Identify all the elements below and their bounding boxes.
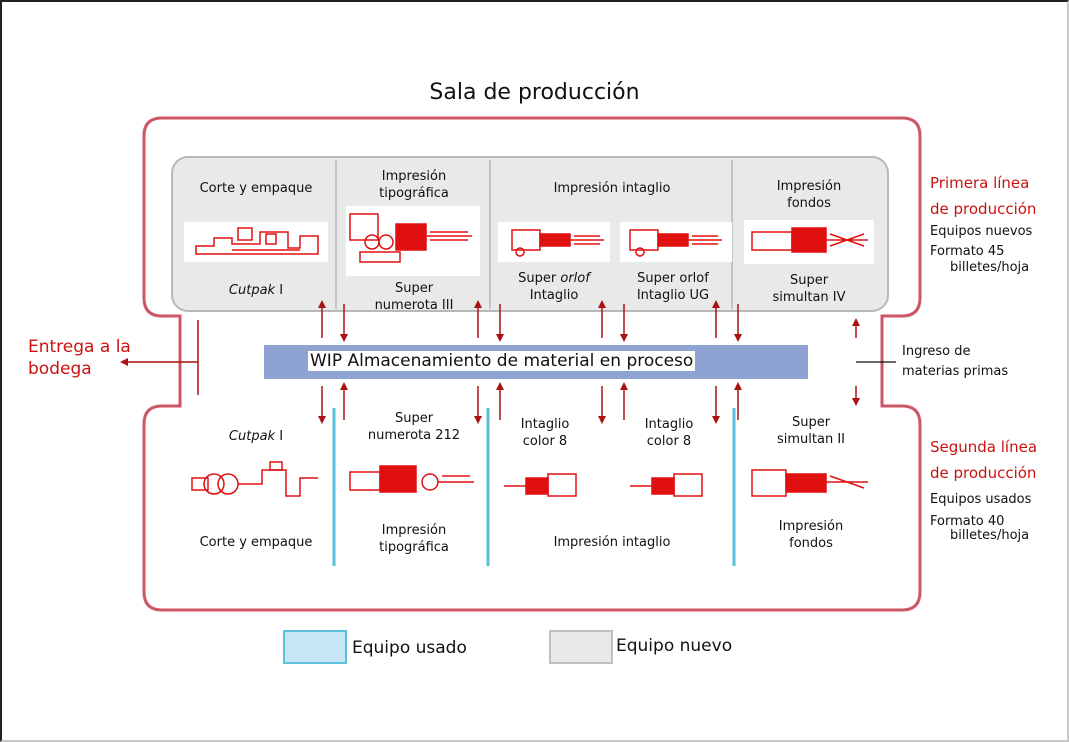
wip-label: WIP Almacenamiento de material en proces… (308, 351, 696, 371)
first-line-note-equipment: Equipos nuevos (930, 224, 1033, 239)
machine-cutpak-bottom-icon (184, 460, 328, 508)
production-room-outline (142, 116, 922, 612)
first-line-heading-2: de producción (930, 200, 1037, 218)
bottom-section-typo-footer: Impresión tipográfica (379, 523, 449, 555)
top-section-fondos-machine: Super simultan IV (772, 273, 846, 305)
top-section-cut-machine: Cutpak I (228, 283, 284, 298)
legend-used-label: Equipo usado (352, 638, 467, 658)
machine-orlof-intaglio-ug-icon (620, 222, 732, 262)
machine-cutpak-top-icon (184, 222, 328, 262)
second-line-heading-2: de producción (930, 464, 1037, 482)
legend-new-swatch (549, 630, 613, 664)
bottom-section-fondos-machine: Super simultan II (776, 415, 845, 447)
page-title: Sala de producción (429, 80, 640, 105)
bottom-section-intaglio-machine-a: Intaglio color 8 (520, 417, 570, 449)
second-line-heading-1: Segunda línea (930, 438, 1038, 456)
machine-numerota-212-icon (346, 460, 480, 504)
machine-orlof-intaglio-icon (498, 222, 610, 262)
top-section-intaglio-header: Impresión intaglio (553, 181, 671, 196)
bottom-section-fondos-footer: Impresión fondos (778, 519, 844, 551)
first-line-note-bills: billetes/hoja (950, 260, 1030, 275)
machine-simultan-iv-icon (744, 220, 874, 264)
first-line-heading-1: Primera línea (930, 174, 1030, 192)
second-line-note-format: Formato 40 (930, 514, 1005, 529)
bottom-section-intaglio-footer: Impresión intaglio (553, 535, 671, 550)
bottom-section-intaglio-machine-b: Intaglio color 8 (644, 417, 694, 449)
first-line-note-format: Formato 45 (930, 244, 1005, 259)
top-section-typo-machine: Super numerota III (374, 281, 454, 313)
legend-used-swatch (283, 630, 347, 664)
second-line-note-equipment: Equipos usados (930, 492, 1032, 507)
bottom-section-cut-machine: Cutpak I (228, 429, 284, 444)
delivery-label-1: Entrega a la (28, 337, 131, 357)
second-line-note-bills: billetes/hoja (950, 528, 1030, 543)
bottom-section-cut-footer: Corte y empaque (199, 535, 313, 550)
top-section-cut-header: Corte y empaque (199, 181, 313, 196)
delivery-label-2: bodega (28, 359, 92, 379)
top-section-fondos-header: Impresión fondos (776, 179, 842, 211)
bottom-section-typo-machine: Super numerota 212 (367, 411, 461, 443)
top-section-typo-header: Impresión tipográfica (379, 169, 449, 201)
machine-intaglio-color-8-a-icon (500, 470, 590, 500)
legend-new-label: Equipo nuevo (616, 636, 733, 656)
machine-intaglio-color-8-b-icon (626, 470, 716, 500)
intake-label-1: Ingreso de (902, 344, 971, 359)
machine-simultan-ii-icon (746, 460, 874, 504)
intake-label-2: materias primas (902, 364, 1009, 379)
top-section-intaglio-machine-b: Super orlof Intaglio UG (636, 271, 710, 303)
machine-numerota-iii-icon (346, 206, 480, 276)
